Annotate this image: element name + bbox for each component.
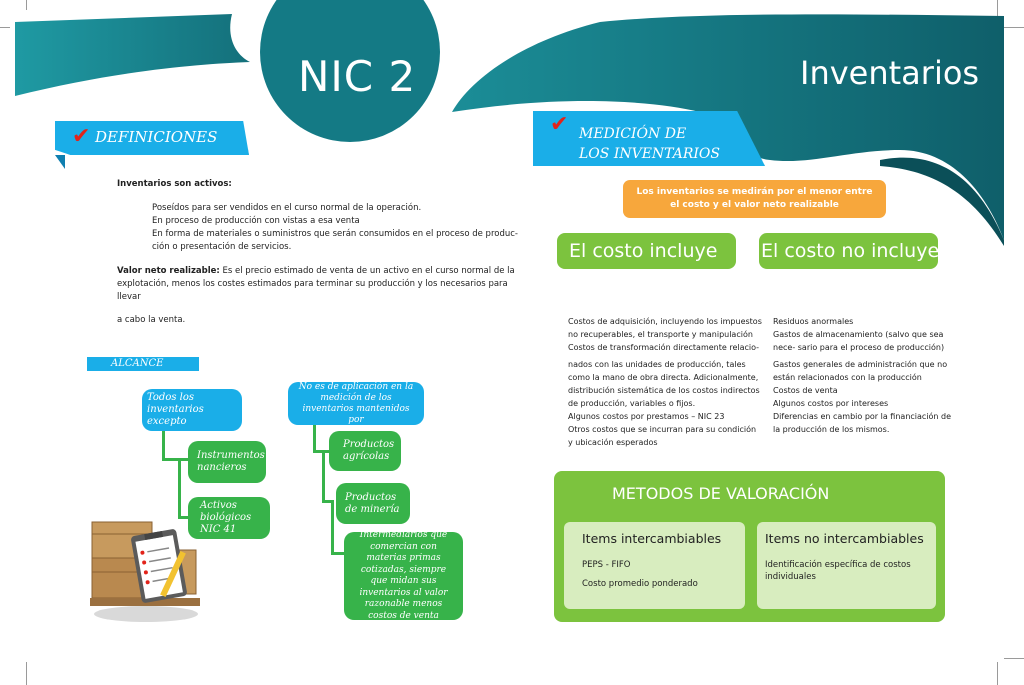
- crop-mark: [26, 662, 27, 685]
- list-item: como la mano de obra directa. Adicionalm…: [568, 373, 759, 382]
- definiciones-heading: DEFINICIONES: [95, 128, 218, 146]
- connector: [178, 458, 181, 518]
- box-instrumentos: Instrumentos nancieros: [188, 441, 266, 483]
- box-productos-agricolas: Productos agrícolas: [329, 431, 401, 471]
- page-title-inventarios: Inventarios: [800, 54, 980, 92]
- connector: [313, 450, 331, 453]
- metodos-panel: METODOS DE VALORACIÓN Items intercambiab…: [554, 471, 945, 622]
- crop-mark: [1004, 27, 1024, 28]
- costo-incluye-label: El costo incluye: [557, 233, 736, 269]
- medicion-ribbon: MEDICIÓN DE LOS INVENTARIOS: [533, 111, 765, 166]
- list-item: no recuperables, el transporte y manipul…: [568, 330, 753, 339]
- definiciones-ribbon: DEFINICIONES: [55, 121, 249, 155]
- list-item: Costos de adquisición, incluyendo los im…: [568, 317, 762, 326]
- vnr-line: Es el precio estimado de venta de un act…: [219, 266, 515, 276]
- ribbon-fold: [55, 155, 65, 169]
- list-item: nece- sario para el proceso de producció…: [773, 343, 945, 352]
- metodo-item: Identificación específica de costos: [765, 560, 911, 570]
- metodos-heading: METODOS DE VALORACIÓN: [612, 484, 830, 503]
- list-item: Otros costos que se incurran para su con…: [568, 425, 757, 434]
- items-intercambiables-card: Items intercambiables PEPS - FIFO Costo …: [564, 522, 745, 609]
- costo-no-incluye-label: El costo no incluye: [759, 233, 939, 269]
- metodo-item: Costo promedio ponderado: [582, 579, 698, 589]
- vnr-line: explotación, menos los costes estimados …: [117, 279, 508, 289]
- connector: [331, 552, 345, 555]
- definiciones-intro: Inventarios son activos:: [117, 179, 232, 189]
- list-item: y ubicación esperados: [568, 438, 658, 447]
- vnr-end: a cabo la venta.: [117, 315, 186, 325]
- metodo-item: PEPS - FIFO: [582, 560, 631, 570]
- items-intercambiables-title: Items intercambiables: [582, 531, 722, 546]
- metodo-item: individuales: [765, 572, 816, 582]
- connector: [313, 425, 316, 453]
- list-item: Algunos costos por prestamos – NIC 23: [568, 412, 725, 421]
- crop-mark: [997, 662, 998, 685]
- medicion-rule-box: Los inventarios se medirán por el menor …: [623, 180, 886, 218]
- vnr-line: llevar: [117, 292, 141, 302]
- box-productos-mineria: Productos de minería: [336, 483, 410, 524]
- vnr-paragraph: Valor neto realizable: Es el precio esti…: [117, 265, 515, 278]
- costo-incluye-list: Costos de adquisición, incluyendo los im…: [568, 315, 762, 449]
- costo-no-incluye-list: Residuos anormales Gastos de almacenamie…: [773, 315, 951, 436]
- medicion-rule-line: el costo y el valor neto realizable: [670, 200, 839, 210]
- box-no-aplica: No es de aplicación en la medición de lo…: [288, 382, 424, 425]
- box-intermediarios: Intermediarios que comercian con materia…: [344, 530, 463, 621]
- items-no-intercambiables-card: Items no intercambiables Identificación …: [757, 522, 936, 609]
- connector: [162, 431, 165, 459]
- list-item: nados con las unidades de producción, ta…: [568, 360, 746, 369]
- vnr-label: Valor neto realizable:: [117, 266, 220, 276]
- box-todos-inventarios: Todos los inventarios excepto: [142, 389, 242, 431]
- check-icon: ✔: [72, 124, 91, 149]
- list-item: Costos de transformación directamente re…: [568, 343, 760, 352]
- definiciones-item: Poseídos para ser vendidos en el curso n…: [152, 203, 422, 213]
- crop-mark: [1004, 658, 1024, 659]
- page-title-nic2: NIC 2: [298, 52, 417, 101]
- connector: [322, 500, 334, 503]
- list-item: la producción de los mismos.: [773, 425, 890, 434]
- definiciones-item: En forma de materiales o suministros que…: [152, 229, 518, 239]
- check-icon: ✔: [550, 112, 569, 137]
- crop-mark: [997, 0, 998, 18]
- connector: [322, 452, 325, 502]
- list-item: Diferencias en cambio por la financiació…: [773, 412, 952, 421]
- alcance-heading: ALCANCE: [87, 357, 199, 371]
- list-item: están relacionados con la producción: [773, 373, 922, 382]
- medicion-rule-line: Los inventarios se medirán por el menor …: [636, 187, 873, 197]
- crop-mark: [26, 0, 27, 10]
- list-item: Costos de venta: [773, 386, 838, 395]
- list-item: Residuos anormales: [773, 317, 854, 326]
- definiciones-item: En proceso de producción con vistas a es…: [152, 216, 360, 226]
- connector: [178, 516, 190, 519]
- medicion-heading-line1: MEDICIÓN DE: [579, 126, 687, 142]
- list-item: Algunos costos por intereses: [773, 399, 889, 408]
- crop-mark: [0, 27, 10, 28]
- crates-clipboard-illustration: [90, 521, 200, 622]
- list-item: de producción, variables o fijos.: [568, 399, 696, 408]
- list-item: Gastos generales de administración que n…: [773, 360, 948, 369]
- medicion-heading-line2: LOS INVENTARIOS: [579, 146, 720, 162]
- connector: [162, 458, 188, 461]
- list-item: distribución sistemática de los costos i…: [568, 386, 760, 395]
- definiciones-item: ción o presentación de servicios.: [152, 242, 292, 252]
- box-activos-biologicos: Activos biológicos NIC 41: [188, 497, 270, 539]
- items-no-intercambiables-title: Items no intercambiables: [765, 531, 924, 546]
- connector: [331, 503, 334, 555]
- list-item: Gastos de almacenamiento (salvo que sea: [773, 330, 944, 339]
